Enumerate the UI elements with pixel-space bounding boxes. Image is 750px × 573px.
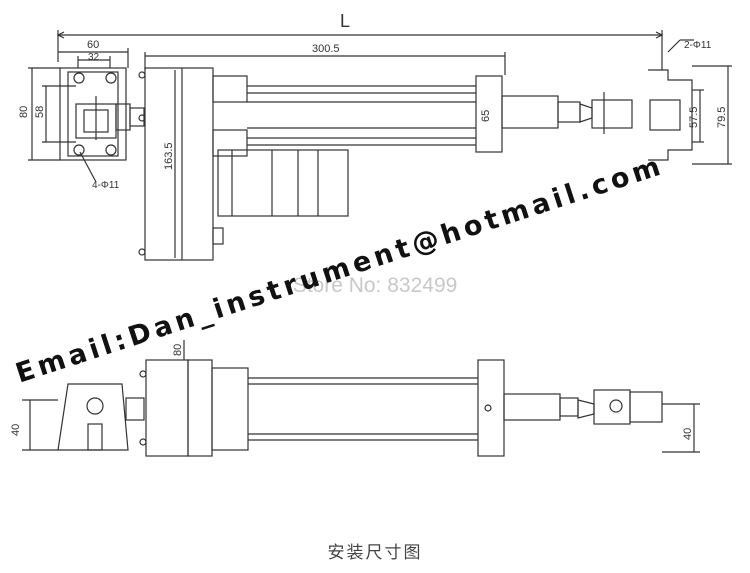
dim-79-5-label: 79.5 <box>716 107 728 128</box>
guide-rods-side <box>248 377 478 441</box>
dimension-80-58 <box>28 67 76 161</box>
dim-58-label: 58 <box>34 106 46 118</box>
dim-4-phi11-label: 4-Φ11 <box>92 180 120 191</box>
front-clevis-plan <box>648 62 693 161</box>
dimension-L <box>56 30 664 62</box>
dimension-57-5-79-5 <box>667 39 732 165</box>
motor-plan <box>217 149 349 217</box>
dim-40-left-label: 40 <box>10 424 22 436</box>
rod-end-plan <box>501 92 633 134</box>
guide-rods-plan <box>247 85 476 146</box>
dim-60-label: 60 <box>87 39 99 51</box>
actuator-head-side <box>139 340 249 457</box>
rear-clevis-plan <box>59 67 145 161</box>
dim-300-5-label: 300.5 <box>312 43 340 55</box>
dim-2-phi11-label: 2-Φ11 <box>684 40 712 51</box>
drawing-caption: 安装尺寸图 <box>327 543 423 563</box>
store-watermark: Store No: 832499 <box>292 274 458 297</box>
dim-80-side-label: 80 <box>172 344 184 356</box>
rod-end-side <box>503 389 700 453</box>
dim-L-label: L <box>340 11 350 31</box>
dim-32-label: 32 <box>88 52 100 63</box>
dim-163-5-label: 163.5 <box>163 142 175 170</box>
dim-65-label: 65 <box>480 110 492 122</box>
dimension-60-32 <box>58 48 129 68</box>
actuator-head-plan <box>138 67 248 261</box>
rear-bracket-side <box>22 383 129 451</box>
dim-80-top-label: 80 <box>18 106 30 118</box>
dim-40-right-label: 40 <box>682 428 694 440</box>
dimension-300-5 <box>144 52 506 75</box>
dim-57-5-label: 57.5 <box>688 107 700 128</box>
